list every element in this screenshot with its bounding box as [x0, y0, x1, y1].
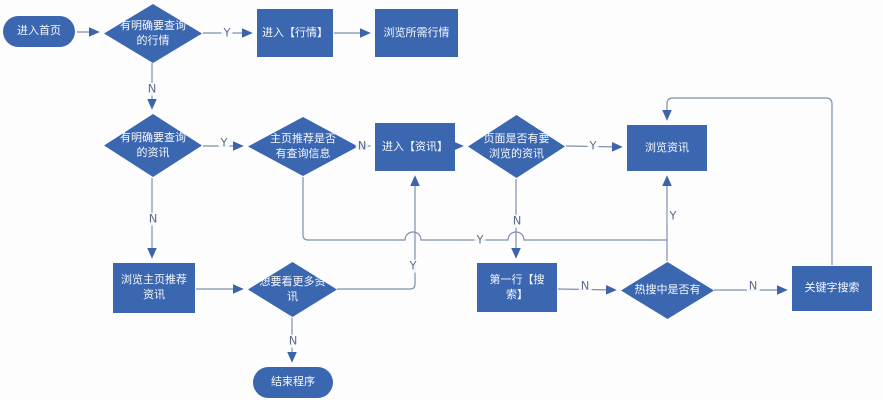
edge-label-quote-no: N — [145, 81, 159, 96]
node-end-label: 结束程序 — [271, 375, 315, 389]
edge-home-rec-to-browse-news-horizontal — [302, 177, 667, 241]
node-first-row-search: 第一行【搜 索】 — [477, 263, 557, 312]
node-keyword-search-label: 关键字搜索 — [804, 281, 860, 295]
edge-label-quote-yes: Y — [221, 25, 233, 40]
edge-label-page-news-no: N — [510, 213, 524, 228]
node-browse-news-label: 浏览资讯 — [645, 140, 689, 154]
node-start: 进入首页 — [3, 16, 75, 47]
edge-label-hot-yes: Y — [667, 208, 679, 223]
edge-label-news-no: N — [146, 211, 160, 226]
node-has-quote-query-label: 有明确要查询 的行情 — [120, 18, 186, 47]
node-browse-market-label: 浏览所需行情 — [383, 25, 450, 39]
edge-label-more-news-yes: Y — [407, 258, 419, 273]
node-enter-news: 进入【资讯】 — [375, 123, 455, 171]
edge-want-more-news-to-enter-news — [337, 175, 420, 290]
node-browse-home-rec-label: 浏览主页推荐 资讯 — [121, 273, 187, 301]
node-browse-home-rec: 浏览主页推荐 资讯 — [113, 263, 195, 313]
node-start-label: 进入首页 — [17, 24, 61, 38]
edge-label-news-yes: Y — [218, 135, 230, 150]
edge-label-home-rec-no: N — [355, 138, 369, 153]
edge-keyword-search-to-browse-news-loop — [662, 97, 833, 265]
node-enter-market-label: 进入【行情】 — [262, 25, 328, 39]
node-first-row-search-label: 第一行【搜 索】 — [489, 272, 545, 301]
node-end: 结束程序 — [253, 367, 333, 398]
node-home-rec-has-info-label: 主页推荐是否 有查询信息 — [270, 131, 336, 160]
edge-label-more-news-no: N — [286, 333, 300, 348]
node-page-has-news-label: 页面是否有要 浏览的资讯 — [483, 131, 550, 160]
node-want-more-news-label: 想要看更多资 讯 — [259, 274, 326, 303]
edge-label-hot-no: N — [746, 278, 760, 293]
node-has-news-query-label: 有明确要查询 的资讯 — [120, 130, 186, 159]
node-browse-market: 浏览所需行情 — [375, 9, 458, 57]
node-keyword-search: 关键字搜索 — [792, 266, 872, 311]
node-enter-news-label: 进入【资讯】 — [382, 139, 448, 153]
node-browse-news: 浏览资讯 — [627, 125, 707, 171]
node-enter-market: 进入【行情】 — [257, 9, 333, 57]
node-hot-search-has-label: 热搜中是否有 — [634, 283, 701, 297]
edge-label-home-rec-yes: Y — [474, 232, 486, 247]
edge-label-page-news-yes: Y — [587, 138, 599, 153]
edge-label-search-to-hot: N — [578, 278, 592, 293]
